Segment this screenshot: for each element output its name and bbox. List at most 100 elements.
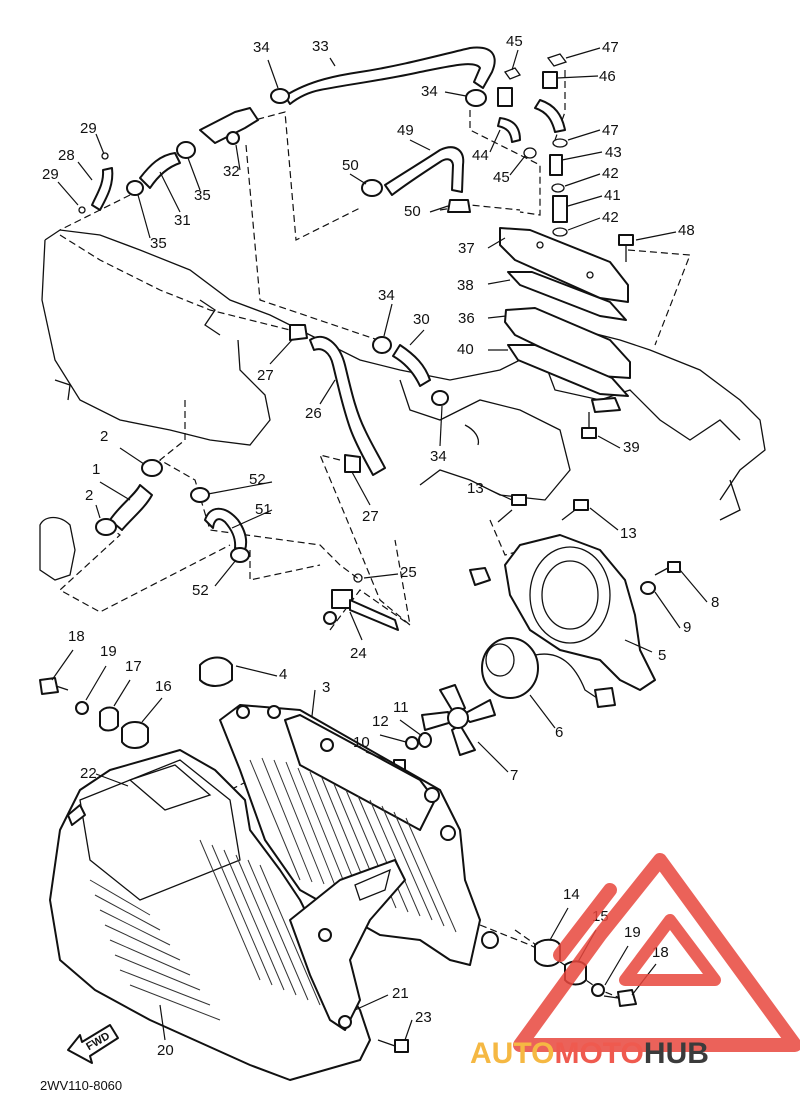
callout-23: 23 xyxy=(415,1009,432,1026)
washer-19b xyxy=(591,983,605,997)
radiator-assembly xyxy=(199,656,499,966)
callout-4: 4 xyxy=(279,666,287,683)
callout-25: 25 xyxy=(400,564,417,581)
bracket-21 xyxy=(289,859,406,1031)
pipe-41 xyxy=(552,195,568,223)
callout-29a: 29 xyxy=(80,120,97,137)
callout-8: 8 xyxy=(711,594,719,611)
callout-19a: 19 xyxy=(100,643,117,660)
callout-33: 33 xyxy=(312,38,329,55)
hose-28 xyxy=(91,167,114,211)
callout-45b: 45 xyxy=(493,169,510,186)
callout-2a: 2 xyxy=(100,428,108,445)
callout-3: 3 xyxy=(322,679,330,696)
callout-43: 43 xyxy=(605,144,622,161)
watermark-wordmark: AUTOMOTOHUB xyxy=(470,1037,709,1070)
callout-20: 20 xyxy=(157,1042,174,1059)
radiator-cover-assembly xyxy=(49,749,409,1081)
clamp-2b xyxy=(95,518,117,536)
fan-shroud-5 xyxy=(504,534,656,691)
callout-35a: 35 xyxy=(194,187,211,204)
upper-hoses xyxy=(78,46,568,237)
callout-12: 12 xyxy=(372,713,389,730)
callout-24: 24 xyxy=(350,645,367,662)
callout-49: 49 xyxy=(397,122,414,139)
callout-41: 41 xyxy=(604,187,621,204)
hose-26 xyxy=(309,335,386,476)
callout-11: 11 xyxy=(393,699,409,716)
callout-34d: 34 xyxy=(430,448,447,465)
clamp-35a xyxy=(176,141,196,159)
clamp-2a xyxy=(141,459,163,477)
callout-47a: 47 xyxy=(602,39,619,56)
radiator-core-fins xyxy=(249,757,457,933)
cover-assembly xyxy=(499,227,634,439)
callout-51: 51 xyxy=(255,501,272,518)
guard-22 xyxy=(79,759,241,901)
callout-45a: 45 xyxy=(506,33,523,50)
wordmark-moto: MOTO xyxy=(554,1037,643,1070)
hose-1 xyxy=(109,484,153,531)
body-36 xyxy=(504,307,631,379)
callout-40: 40 xyxy=(457,341,474,358)
callout-6: 6 xyxy=(555,724,563,741)
callout-32: 32 xyxy=(223,163,240,180)
bolt-18a xyxy=(39,677,59,695)
hose-upper-right xyxy=(534,99,566,133)
clamp-52b xyxy=(230,547,250,563)
drawing-code: 2WV110-8060 xyxy=(40,1078,122,1093)
fwd-arrow: FWD xyxy=(67,1024,119,1064)
callout-36: 36 xyxy=(458,310,475,327)
callout-14: 14 xyxy=(563,886,580,903)
callout-19b: 19 xyxy=(624,924,641,941)
callout-38: 38 xyxy=(457,277,474,294)
callout-34a: 34 xyxy=(253,39,270,56)
pump-housing xyxy=(39,516,76,581)
engine-outline xyxy=(41,229,766,521)
callout-47b: 47 xyxy=(602,122,619,139)
wordmark-auto: AUTO xyxy=(470,1037,554,1070)
clamp-27a xyxy=(289,324,308,341)
hose-51 xyxy=(204,507,248,551)
bolt-18b xyxy=(617,989,637,1007)
radiator-cap-4 xyxy=(199,656,233,687)
grommet-16 xyxy=(121,721,149,749)
washer-12 xyxy=(405,736,419,750)
callout-17: 17 xyxy=(125,658,142,675)
callout-29b: 29 xyxy=(42,166,59,183)
clamp-34c xyxy=(372,336,392,354)
callout-22: 22 xyxy=(80,765,97,782)
callout-7: 7 xyxy=(510,767,518,784)
automotohub-watermark xyxy=(513,853,800,1052)
callout-27a: 27 xyxy=(257,367,274,384)
clamp-52a xyxy=(190,487,210,503)
hose-31 xyxy=(139,152,181,189)
callout-18a: 18 xyxy=(68,628,85,645)
callout-35b: 35 xyxy=(150,235,167,252)
washer-19a xyxy=(75,701,89,715)
callout-37: 37 xyxy=(458,240,475,257)
callout-21: 21 xyxy=(392,985,409,1002)
cover-louvers xyxy=(89,839,321,1021)
callout-31: 31 xyxy=(174,212,191,229)
callout-50b: 50 xyxy=(404,203,421,220)
radiator-3 xyxy=(219,704,481,966)
callout-34c: 34 xyxy=(378,287,395,304)
callout-27b: 27 xyxy=(362,508,379,525)
fan-assembly xyxy=(393,494,681,773)
pipe-43 xyxy=(549,154,563,176)
pipe-44 xyxy=(497,117,521,143)
collar-17 xyxy=(99,706,119,732)
clamp-50b xyxy=(447,199,471,213)
clamp-35b xyxy=(126,180,144,196)
left-hoses xyxy=(39,459,399,631)
callout-9: 9 xyxy=(683,619,691,636)
callout-48: 48 xyxy=(678,222,695,239)
gasket-40 xyxy=(507,344,629,397)
cover-37 xyxy=(499,227,629,303)
callout-1: 1 xyxy=(92,461,100,478)
clamp-50a xyxy=(361,179,383,197)
clamp-34a xyxy=(270,88,290,104)
callout-42b: 42 xyxy=(602,209,619,226)
